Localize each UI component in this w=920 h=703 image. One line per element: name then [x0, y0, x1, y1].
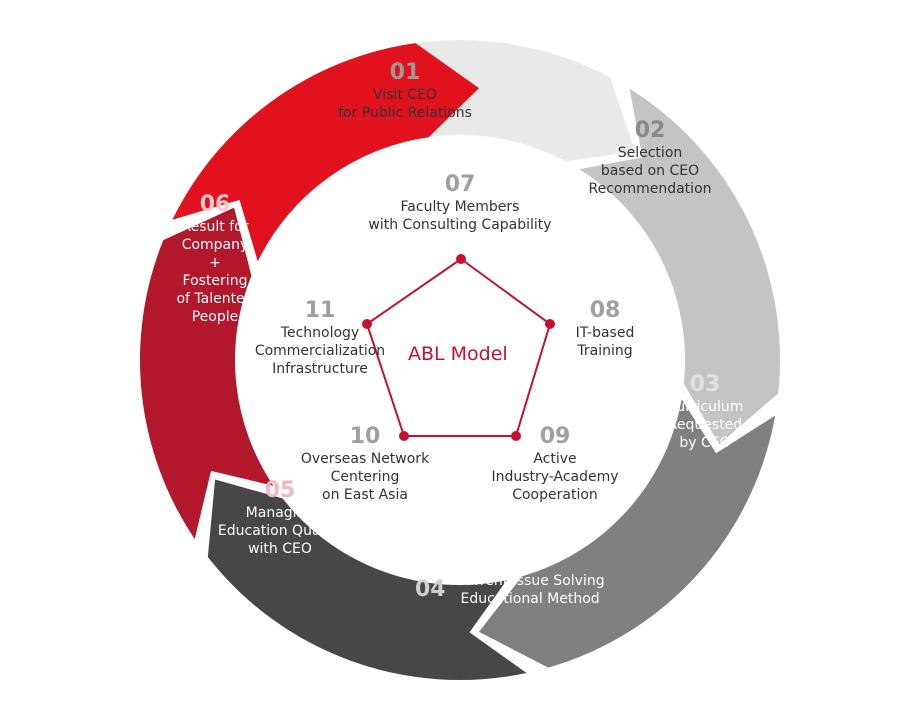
step-text: Selection based on CEO Recommendation [588, 145, 712, 197]
pentagon-outline [365, 257, 552, 437]
step-text: Result for Company + Fostering of Talent… [176, 219, 254, 325]
step-number: 10 [349, 424, 381, 449]
pentagon-vertex-dot [456, 254, 466, 264]
step-number: 11 [304, 298, 336, 323]
ring-segment-04 [207, 479, 527, 680]
step-text: Overseas Network Centering on East Asia [300, 451, 430, 503]
pentagon-vertex-dot [362, 319, 372, 329]
ring-segment-02 [579, 88, 780, 445]
step-number: 09 [539, 424, 571, 449]
step-number: 08 [589, 298, 621, 323]
step-number: 06 [199, 192, 231, 217]
ring-segment-06 [172, 43, 480, 262]
step-number: 07 [444, 172, 476, 197]
step-number: 02 [634, 118, 666, 143]
pentagon-vertex-dot [511, 431, 521, 441]
step-number: 03 [689, 372, 721, 397]
step-text: Current Issue Solving Educational Method [455, 573, 605, 607]
pentagon-vertex-dot [545, 319, 555, 329]
step-04: 04 Current Issue Solving Educational Meth… [415, 572, 645, 608]
step-text: Visit CEO for Public Relations [338, 87, 472, 121]
step-number: 01 [389, 60, 421, 85]
step-text: Curriculum Requested by CEO [666, 399, 744, 451]
step-text: Managing Education Quality with CEO [217, 505, 343, 557]
step-text: Technology Commercialization Infrastruct… [254, 325, 386, 377]
step-text: Faculty Members with Consulting Capabili… [368, 199, 552, 233]
pentagon-vertex-dot [399, 431, 409, 441]
step-text: Active Industry-Academy Cooperation [491, 451, 619, 503]
ring-segment-03 [479, 399, 776, 668]
diagram-title: ABL Model [408, 343, 508, 365]
step-number: 05 [264, 478, 296, 503]
step-text: IT-based Training [575, 325, 635, 359]
ring-segment-05 [140, 207, 274, 539]
step-number: 04 [415, 577, 446, 602]
